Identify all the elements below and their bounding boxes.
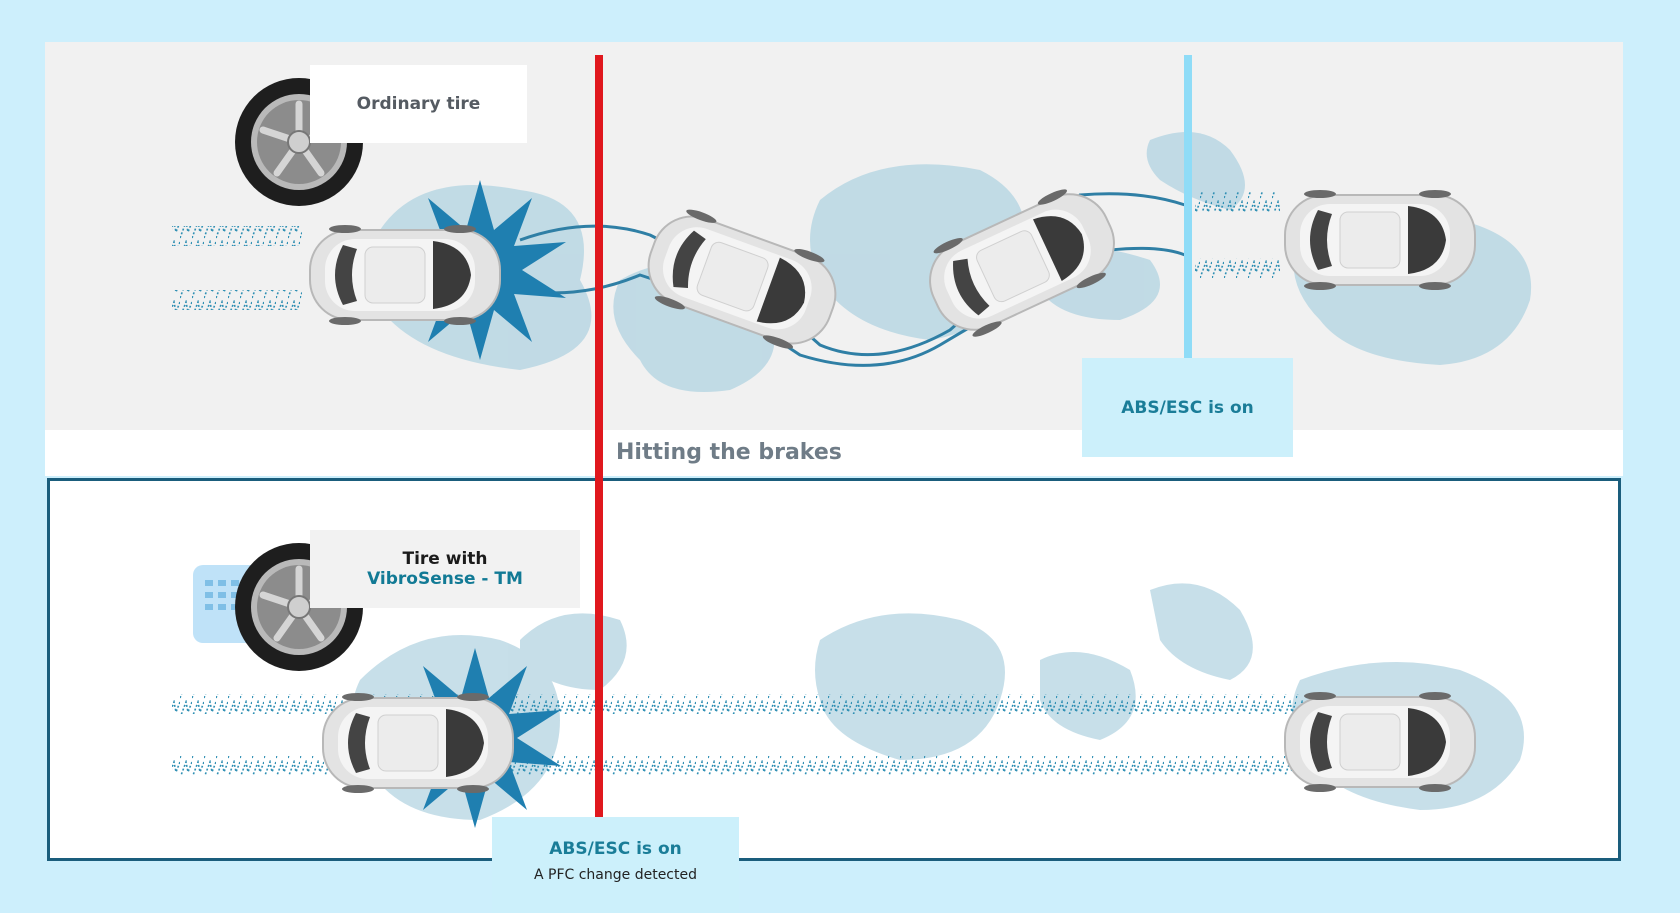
car-top-view-icon xyxy=(309,224,501,326)
car-top-view-icon xyxy=(322,692,514,794)
ordinary-tire-text: Ordinary tire xyxy=(356,94,481,114)
vibrosense-tire-label: Tire with VibroSense - TM xyxy=(310,530,580,608)
vibrosense-label-line1: Tire with xyxy=(402,549,488,569)
abs-activation-line xyxy=(1184,55,1192,358)
brake-point-line xyxy=(595,55,603,817)
vibration-wave-icon xyxy=(172,226,302,246)
car-top-view-icon xyxy=(1284,691,1476,793)
vibration-wave-icon xyxy=(1195,258,1280,278)
vibration-wave-icon xyxy=(172,290,302,310)
heading-strip xyxy=(45,430,1623,476)
vibration-wave-icon xyxy=(1195,192,1280,212)
vibrosense-label-line2: VibroSense - TM xyxy=(367,569,523,589)
pfc-change-text: A PFC change detected xyxy=(533,867,697,883)
hitting-brakes-heading: Hitting the brakes xyxy=(616,440,842,465)
ordinary-tire-label: Ordinary tire xyxy=(310,65,527,143)
abs-status-text-top: ABS/ESC is on xyxy=(1121,397,1254,418)
car-top-view-icon xyxy=(1284,189,1476,291)
abs-status-box-bottom: ABS/ESC is on A PFC change detected xyxy=(492,817,739,913)
abs-status-text-bottom: ABS/ESC is on xyxy=(549,839,682,859)
abs-status-box-top: ABS/ESC is on xyxy=(1082,358,1293,457)
